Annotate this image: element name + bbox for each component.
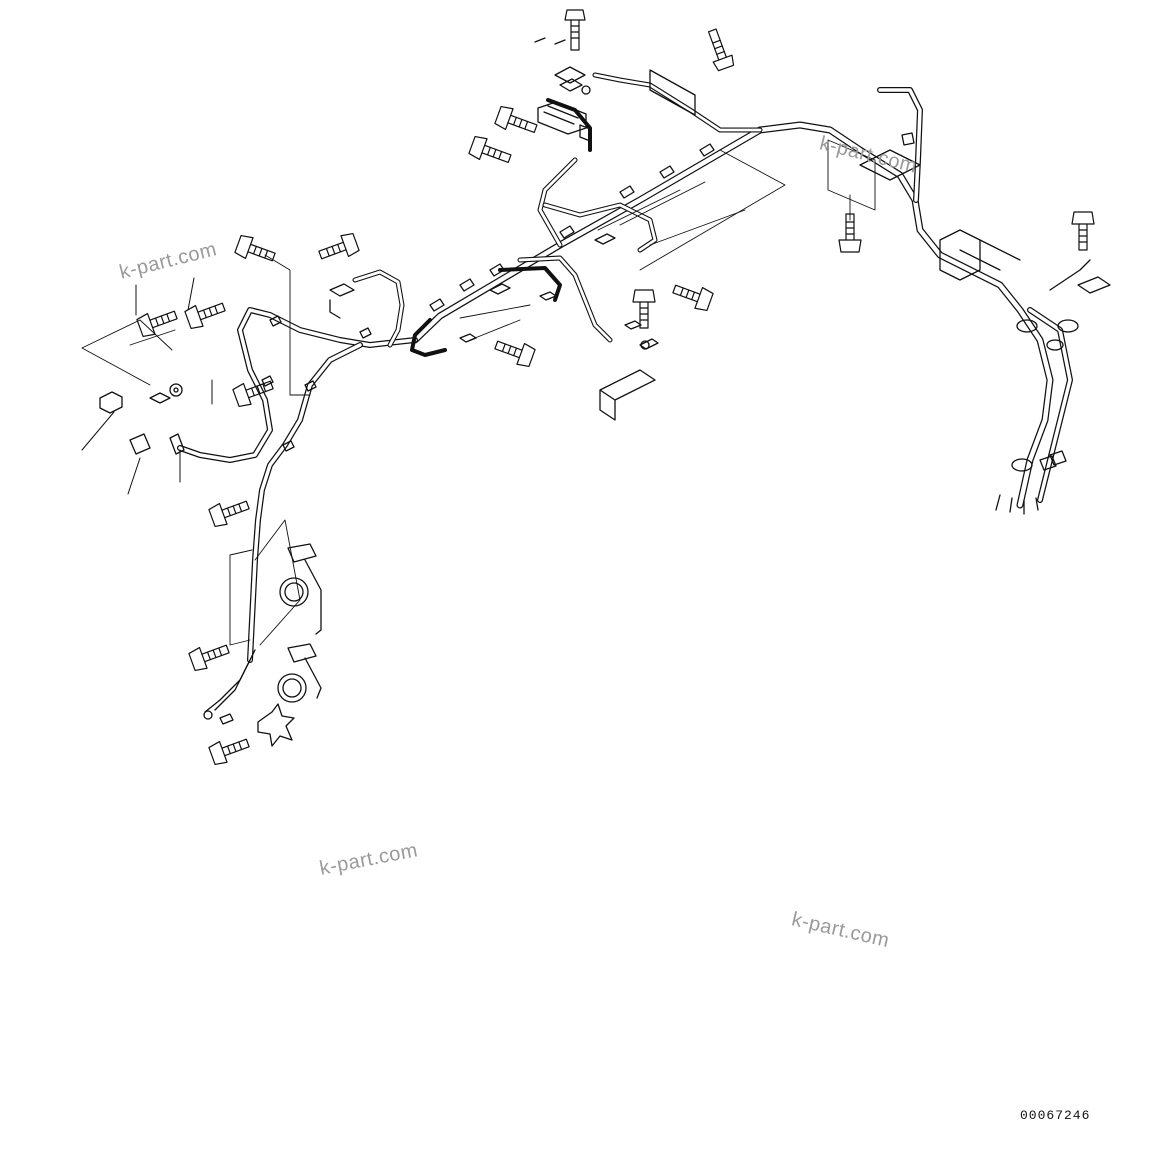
bolt	[234, 234, 276, 262]
bolts	[136, 9, 1095, 766]
bolt	[838, 213, 862, 253]
bolt	[208, 738, 250, 766]
bolt	[136, 310, 178, 338]
bolt	[188, 644, 230, 672]
drawing-number: 00067246	[1020, 1108, 1091, 1123]
left-harness-branch	[177, 269, 418, 713]
horn-assemblies	[203, 543, 322, 747]
main-harness	[411, 87, 1091, 509]
bolt	[494, 340, 536, 368]
bolt	[564, 9, 586, 51]
harness-clamps	[261, 143, 1111, 515]
bolt	[494, 105, 538, 134]
upper-harness-branches	[410, 72, 763, 357]
bolt	[1071, 211, 1095, 251]
bolt	[184, 302, 226, 330]
bolt	[632, 289, 656, 329]
leader-lines	[81, 139, 876, 646]
mounting-brackets	[99, 66, 921, 455]
bolt	[672, 284, 714, 312]
bolt	[318, 232, 360, 260]
bolt	[707, 28, 735, 72]
bolt	[208, 500, 250, 528]
reference-leaders	[81, 277, 213, 495]
bolt	[232, 380, 274, 408]
harness-connector	[537, 101, 591, 142]
small-fittings	[169, 37, 1067, 466]
bolt	[468, 135, 512, 164]
